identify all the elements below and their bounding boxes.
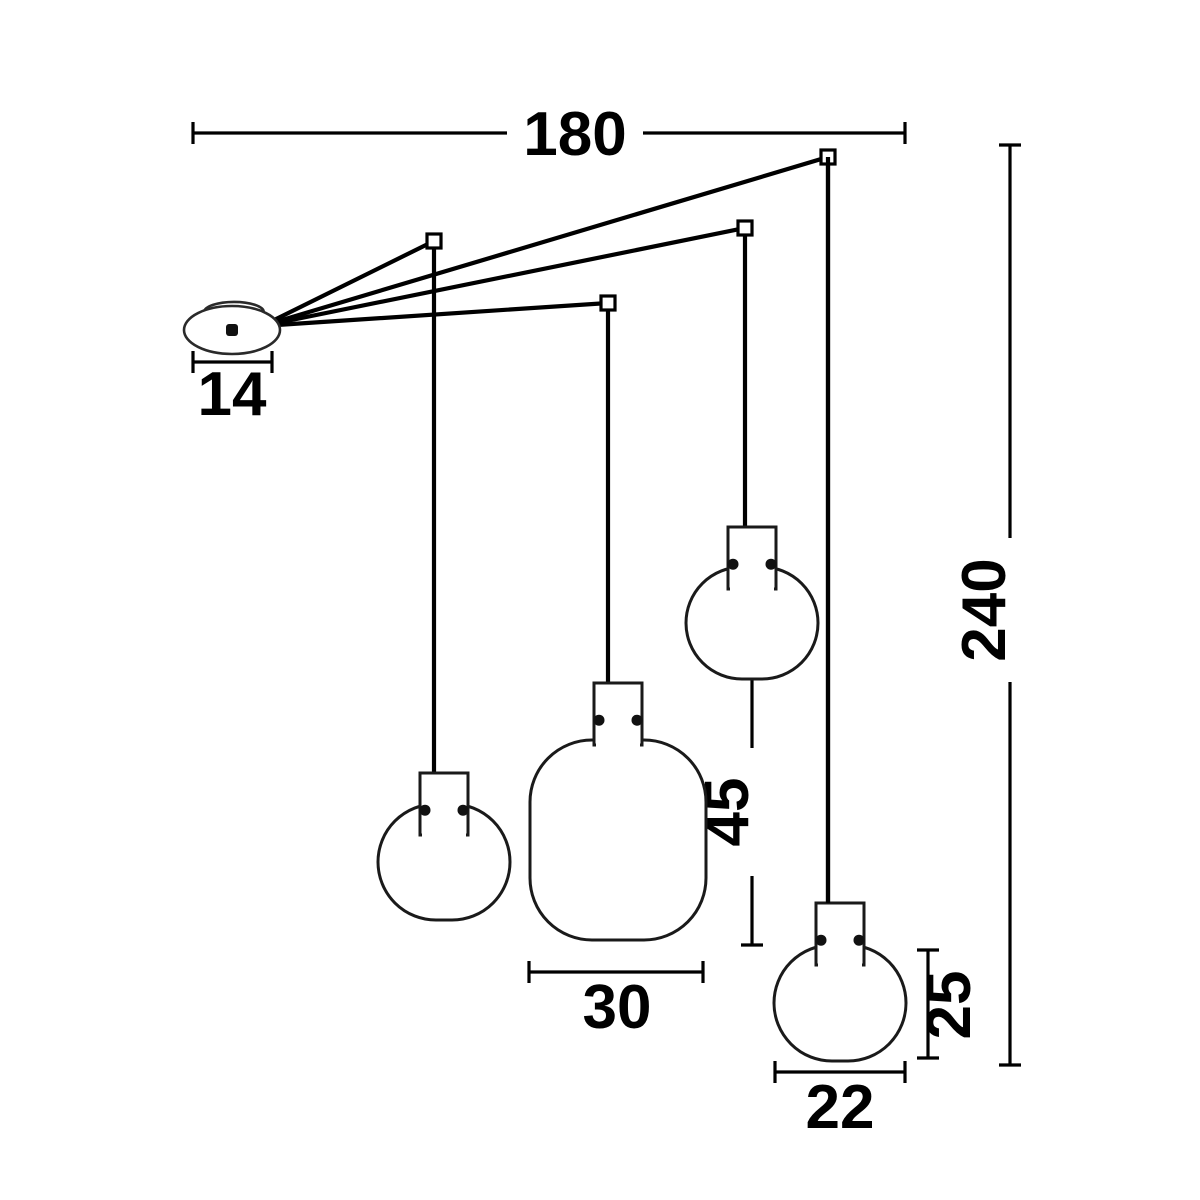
dim-label-overall-height: 240 [950,558,1019,661]
lamp-small-left-screw-right [457,804,469,816]
lamp-small-lower-right-socket-seam-mask [818,955,862,969]
lamp-medium-upper-right-screw-right [765,558,777,570]
lamp-medium-upper-right [684,525,820,681]
lamp-small-lower-right [772,901,908,1063]
cable-attachment-nodes [425,148,837,903]
lamp-large-center-socket-seam-mask [596,735,640,749]
dimension-canopy-width: 14 [191,351,274,429]
lamp-large-center-screw-left [593,714,605,726]
dim-label-overall-width: 180 [523,100,626,169]
cable-2 [261,225,748,527]
dim-label-large-shade-width: 30 [583,973,652,1042]
dim-label-small-shade-width: 22 [806,1073,875,1142]
dim-label-canopy-width: 14 [198,360,267,429]
lamp-small-left-socket-seam-mask [422,825,466,839]
lamp-medium-upper-right-socket-seam-mask [730,579,774,593]
cable-1-joint-node [425,232,443,250]
ceiling-canopy [182,300,282,356]
lamp-large-center [528,681,708,942]
cable-3-joint-node [599,294,617,312]
lamp-small-lower-right-screw-left [815,934,827,946]
dimension-overall-height: 240 [950,143,1021,1067]
canopy-center-fixing [226,324,238,336]
lamp-large-center-screw-right [631,714,643,726]
dimension-small-shade-width: 22 [773,1061,907,1142]
lamp-small-lower-right-screw-right [853,934,865,946]
dimension-overall-width: 180 [191,100,907,169]
lamp-large-center-shade [528,738,708,942]
lamp-medium-upper-right-screw-left [727,558,739,570]
pendant-lamps [376,525,908,1063]
dim-label-small-shade-height: 25 [915,971,984,1040]
dimension-large-shade-width: 30 [527,961,705,1042]
cable-2-joint-node [736,219,754,237]
lamp-small-lower-right-socket [814,901,866,967]
lamp-small-left [376,771,512,922]
dimension-small-shade-height: 25 [915,948,984,1060]
lamp-small-left-screw-left [419,804,431,816]
